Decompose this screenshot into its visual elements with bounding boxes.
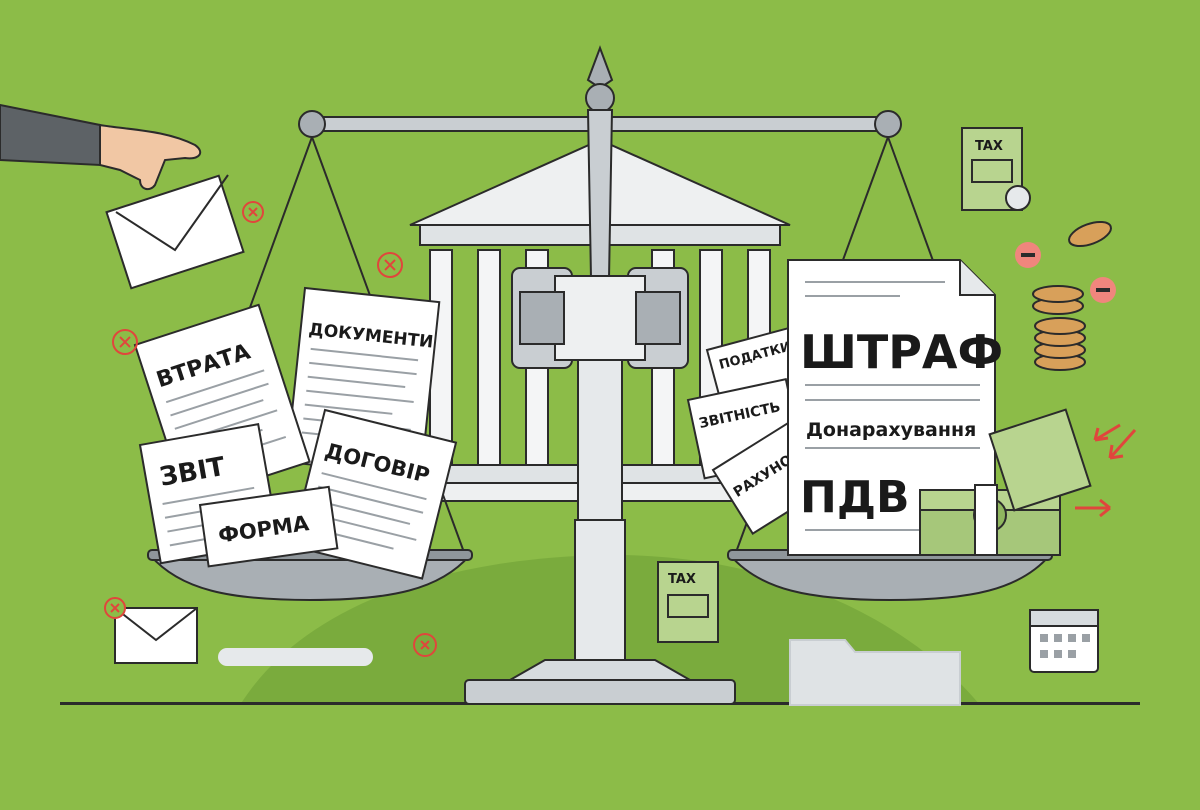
tax-form-top	[961, 127, 1031, 211]
tax-form-top-label: TAX	[975, 139, 1003, 154]
minus-icon	[1015, 242, 1116, 303]
document-form: ФОРМА	[198, 485, 339, 568]
hand-icon	[0, 103, 202, 191]
gavel-icon	[511, 267, 689, 369]
tax-form-bottom-label: TAX	[668, 572, 696, 587]
scale-column	[464, 45, 736, 705]
envelope-icon-bottom	[114, 607, 198, 664]
penalty-subtitle: Донарахування	[806, 419, 976, 441]
coin-stack-icon	[1032, 220, 1112, 371]
error-x-icon	[104, 201, 437, 657]
arrow-icon	[1075, 423, 1137, 518]
tax-form-bottom	[657, 561, 719, 643]
decorative-bar	[218, 648, 373, 666]
banknote-icon	[919, 408, 1092, 556]
penalty-title: ШТРАФ	[800, 325, 1003, 379]
folder-icon	[789, 639, 961, 706]
penalty-footer: ПДВ	[800, 472, 910, 523]
calendar-icon	[1029, 609, 1099, 673]
envelope-icon	[105, 174, 245, 290]
penalty-document	[787, 259, 996, 556]
